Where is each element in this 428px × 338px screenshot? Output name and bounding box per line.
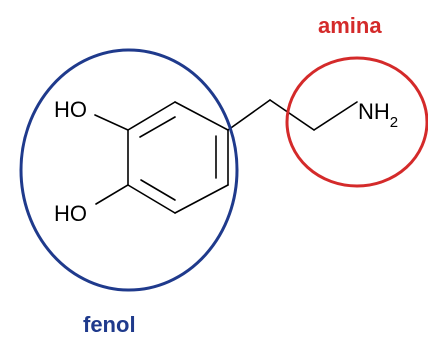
amine-highlight-circle (285, 56, 428, 188)
ring-double-bond-1 (139, 116, 176, 138)
ring-bond-3 (174, 184, 229, 214)
bond-chain-1 (227, 99, 271, 131)
bond-ho-bottom (95, 184, 129, 205)
bond-chain-3 (313, 101, 358, 131)
benzene-ring (127, 101, 229, 214)
ring-double-bond-3 (140, 179, 176, 201)
phenol-highlight-circle (19, 48, 239, 292)
hydroxyl-bottom-label: HO (54, 201, 87, 226)
phenol-group-label: fenol (83, 312, 136, 337)
ring-bond-6 (127, 101, 176, 131)
amine-group-label: amina (318, 13, 382, 38)
ring-bond-4 (127, 184, 176, 214)
bond-chain-2 (269, 99, 315, 131)
ring-bond-1 (174, 101, 229, 131)
amine-main-text: NH (358, 99, 390, 124)
amine-label: NH2 (358, 99, 398, 131)
substituent-bonds (94, 99, 358, 205)
amine-subscript: 2 (390, 114, 398, 131)
bond-ho-top (94, 114, 129, 131)
hydroxyl-top-label: HO (54, 97, 87, 122)
